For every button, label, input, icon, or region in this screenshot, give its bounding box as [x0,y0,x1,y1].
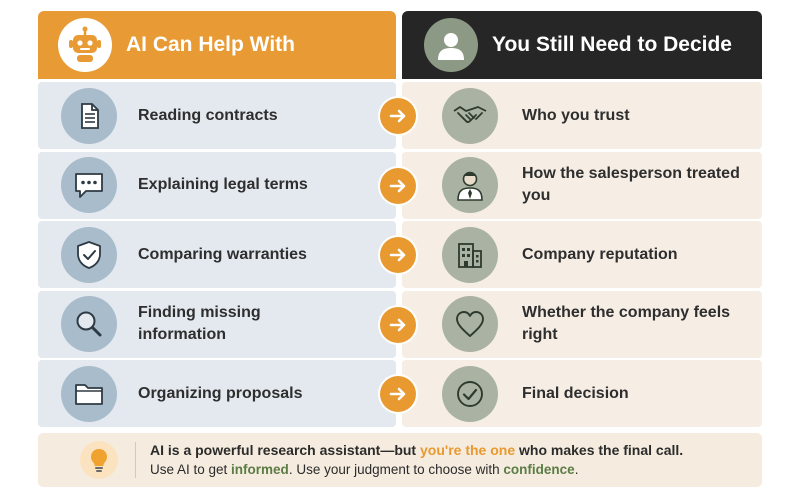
magnifier-icon [61,296,117,352]
comparison-row: Organizing proposals Final decision [38,360,762,427]
ai-item: Finding missing information [38,290,396,358]
ai-item-label: Reading contracts [138,106,278,124]
footer-line-1: AI is a powerful research assistant—but … [150,440,683,460]
human-item-label: Final decision [522,384,629,402]
arrow-right-icon [380,167,416,204]
ai-item-label: Organizing proposals [138,384,303,402]
human-item: Final decision [402,360,762,427]
ai-item: Comparing warranties [38,221,396,288]
comparison-row: Comparing warranties Company reputat [38,221,762,288]
human-item: Company reputation [402,221,762,288]
arrow-right-icon [380,306,416,343]
ai-header: AI Can Help With [38,11,396,79]
ai-item-label: Finding missing information [138,304,261,343]
robot-icon [58,18,112,72]
footer-highlight-confidence: confidence [503,462,575,477]
check-circle-icon [442,365,498,422]
ai-header-title: AI Can Help With [126,33,295,56]
ai-item: Reading contracts [38,82,396,149]
person-icon [424,18,478,72]
chat-bubble-icon [61,157,117,213]
human-item-label: Who you trust [522,106,630,124]
arrow-right-icon [380,376,416,412]
footer-highlight-informed: informed [231,462,289,477]
lightbulb-icon [80,441,118,479]
footer-line-2-part-b: . Use your judgment to choose with [288,462,504,477]
arrow-right-icon [380,237,416,273]
ai-item: Explaining legal terms [38,151,396,219]
salesperson-icon [442,157,498,213]
human-header: You Still Need to Decide [402,11,762,79]
handshake-icon [442,87,498,144]
human-item: How the salesperson treated you [402,151,762,219]
shield-check-icon [61,226,117,283]
human-item-label: Company reputation [522,245,678,263]
building-icon [442,226,498,283]
footer-highlight-youre-the-one: you're the one [419,442,516,458]
arrow-right-icon [380,98,416,134]
footer-line-2-part-c: . [574,462,579,477]
human-item-label: Whether the company feels right [522,304,731,343]
human-item: Who you trust [402,82,762,149]
human-item-label: How the salesperson treated you [522,165,740,204]
footer-line-1-part-a: AI is a powerful research assistant—but [150,442,420,458]
footer-line-1-part-b: who makes the final call. [515,442,684,458]
comparison-row: Explaining legal terms How the salespers… [38,151,762,219]
heart-icon [442,296,498,352]
human-item: Whether the company feels right [402,290,762,358]
document-icon [61,87,117,144]
comparison-rows: Reading contracts Who you trust [38,82,762,430]
footer-text: AI is a powerful research assistant—but … [150,440,683,480]
human-header-title: You Still Need to Decide [492,33,732,56]
ai-item: Organizing proposals [38,360,396,427]
footer-line-2-part-a: Use AI to get [150,462,232,477]
ai-item-label: Explaining legal terms [138,176,308,193]
folder-icon [61,365,117,422]
footer-note: AI is a powerful research assistant—but … [38,433,762,487]
ai-item-label: Comparing warranties [138,245,307,263]
comparison-row: Reading contracts Who you trust [38,82,762,149]
footer-line-2: Use AI to get informed. Use your judgmen… [150,460,683,480]
footer-divider [135,442,136,478]
comparison-row: Finding missing information Whether the … [38,290,762,358]
